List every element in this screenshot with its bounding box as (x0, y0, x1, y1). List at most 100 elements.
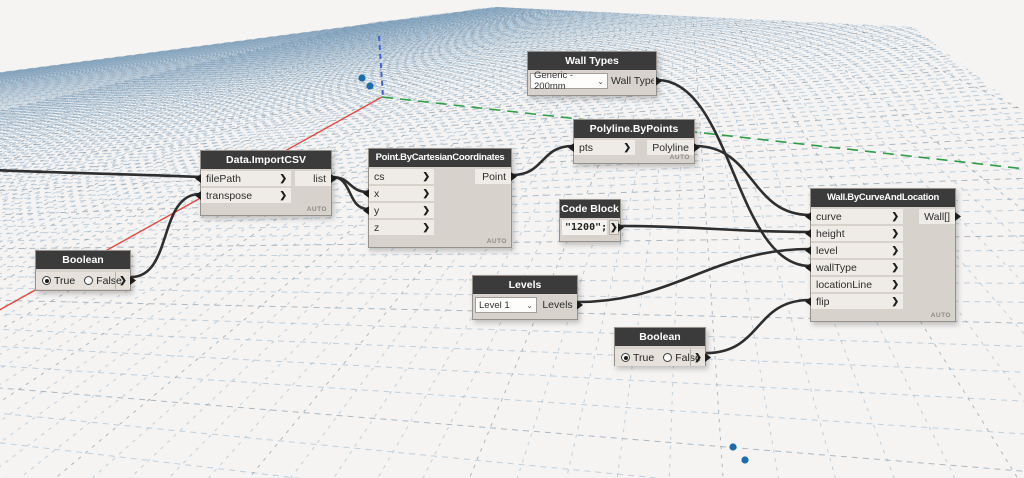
grid-line (0, 0, 1024, 116)
input-port-transpose[interactable]: transpose❯ (195, 188, 291, 203)
wire-offscreen-left-to-import-csv.filePath[interactable] (0, 169, 202, 179)
grid-line (0, 0, 612, 478)
grid-line (0, 0, 1024, 199)
grid-line (0, 0, 1024, 217)
input-port-height[interactable]: height❯ (805, 226, 903, 241)
node-body: "1200";❯ (560, 218, 624, 235)
node-title[interactable]: Boolean (615, 328, 705, 346)
input-port-cs[interactable]: cs❯ (369, 169, 434, 184)
grid-line (0, 0, 1024, 144)
lacing-badge[interactable]: AUTO (486, 238, 507, 245)
radio-true[interactable]: True (42, 275, 75, 287)
output-port-Wall[][interactable]: Wall[] (919, 209, 961, 224)
wire-polyline-by-points.Polyline-to-wall-by-curve.curve[interactable] (693, 144, 812, 217)
grid-line (0, 0, 1024, 105)
grid-line (0, 0, 1024, 198)
preview-point (729, 443, 737, 451)
node-title[interactable]: Data.ImportCSV (201, 151, 331, 169)
grid-line (0, 0, 1024, 118)
output-port[interactable]: ❯ (690, 349, 705, 366)
output-port-Levels[interactable]: Levels (542, 299, 573, 311)
output-port-Polyline[interactable]: Polyline (647, 140, 700, 155)
input-port-filePath[interactable]: filePath❯ (195, 171, 291, 186)
node-point-by-cartesian[interactable]: Point.ByCartesianCoordinates cs❯ x❯ y❯ z❯ Poi… (363, 148, 517, 248)
grid-line (0, 0, 1024, 128)
chevron-right-icon: ❯ (422, 205, 430, 215)
lacing-badge[interactable]: AUTO (930, 312, 951, 319)
chevron-right-icon: ❯ (422, 188, 430, 198)
grid-line (0, 0, 1024, 146)
input-port-pts[interactable]: pts❯ (568, 140, 635, 155)
chevron-right-icon: ❯ (891, 211, 899, 221)
grid-line (0, 0, 1024, 106)
node-title[interactable]: Polyline.ByPoints (574, 120, 694, 138)
wire-wall-types.WallType-to-wall-by-curve.wallType[interactable] (655, 78, 812, 268)
grid-line (0, 0, 1024, 170)
wire-point-by-cartesian.Point-to-polyline-by-points.pts[interactable] (510, 144, 575, 177)
node-title[interactable]: Wall.ByCurveAndLocation (811, 189, 955, 207)
grid-line (0, 0, 1024, 185)
input-port-curve[interactable]: curve❯ (805, 209, 903, 224)
input-port-locationLine[interactable]: locationLine❯ (811, 277, 903, 292)
node-title[interactable]: Wall Types (528, 52, 656, 70)
input-port-z[interactable]: z❯ (369, 220, 434, 235)
node-title[interactable]: Code Block (560, 200, 620, 218)
dropdown[interactable]: Generic - 200mm⌄ (530, 70, 608, 92)
grid-line (0, 0, 1024, 123)
grid-line (0, 0, 1024, 104)
output-port-list[interactable]: list (295, 171, 337, 186)
grid-line (0, 0, 1024, 166)
grid-line (0, 0, 606, 478)
grid-line (0, 19, 398, 417)
output-nub (511, 172, 517, 181)
wire-import-csv.list-to-point-by-cartesian.y[interactable] (330, 175, 370, 211)
grid-line (0, 0, 1024, 191)
output-port[interactable]: ❯ (115, 272, 130, 289)
grid-line (0, 0, 1024, 143)
output-port-Point[interactable]: Point (475, 169, 517, 184)
grid-line (0, 0, 1024, 121)
grid-line (0, 0, 1024, 150)
output-port-WallType[interactable]: Wall Type (611, 75, 654, 87)
port-label: Point (482, 170, 506, 183)
node-code-block[interactable]: Code Block"1200";❯ (559, 199, 624, 242)
grid-line (0, 0, 1024, 175)
wire-import-csv.list-to-point-by-cartesian.x[interactable] (330, 175, 370, 194)
wire-boolean-1.out-to-import-csv.transpose[interactable] (129, 192, 202, 279)
grid-line (0, 0, 1024, 103)
node-wall-by-curve[interactable]: Wall.ByCurveAndLocation curve❯ height❯ leve… (805, 188, 961, 322)
dropdown[interactable]: Level 1⌄ (475, 297, 537, 313)
wire-code-block.out-to-wall-by-curve.height[interactable] (619, 224, 812, 234)
grid-line (0, 0, 1024, 221)
node-title[interactable]: Levels (473, 276, 577, 294)
node-title[interactable]: Point.ByCartesianCoordinates (369, 149, 511, 167)
grid-line (0, 300, 1024, 478)
input-port-flip[interactable]: flip❯ (805, 294, 903, 309)
node-title[interactable]: Boolean (36, 251, 130, 269)
lacing-badge[interactable]: AUTO (669, 154, 690, 161)
input-port-y[interactable]: y❯ (363, 203, 434, 218)
port-label: wallType (816, 261, 857, 274)
input-port-wallType[interactable]: wallType❯ (805, 260, 903, 275)
grid-line (0, 0, 1024, 176)
grid-line (917, 0, 1024, 102)
output-port[interactable]: ❯ (609, 220, 619, 235)
radio-true[interactable]: True (621, 352, 654, 364)
input-port-x[interactable]: x❯ (363, 186, 434, 201)
grid-line (0, 0, 1024, 107)
lacing-badge[interactable]: AUTO (306, 206, 327, 213)
grid-line (0, 0, 1024, 161)
grid-line (0, 0, 1024, 122)
grid-line (0, 0, 1024, 115)
input-port-level[interactable]: level❯ (805, 243, 903, 258)
code-input[interactable]: "1200"; (562, 220, 608, 235)
wire-boolean-2.out-to-wall-by-curve.flip[interactable] (704, 298, 812, 355)
wire-levels.Levels-to-wall-by-curve.level[interactable] (576, 247, 812, 304)
